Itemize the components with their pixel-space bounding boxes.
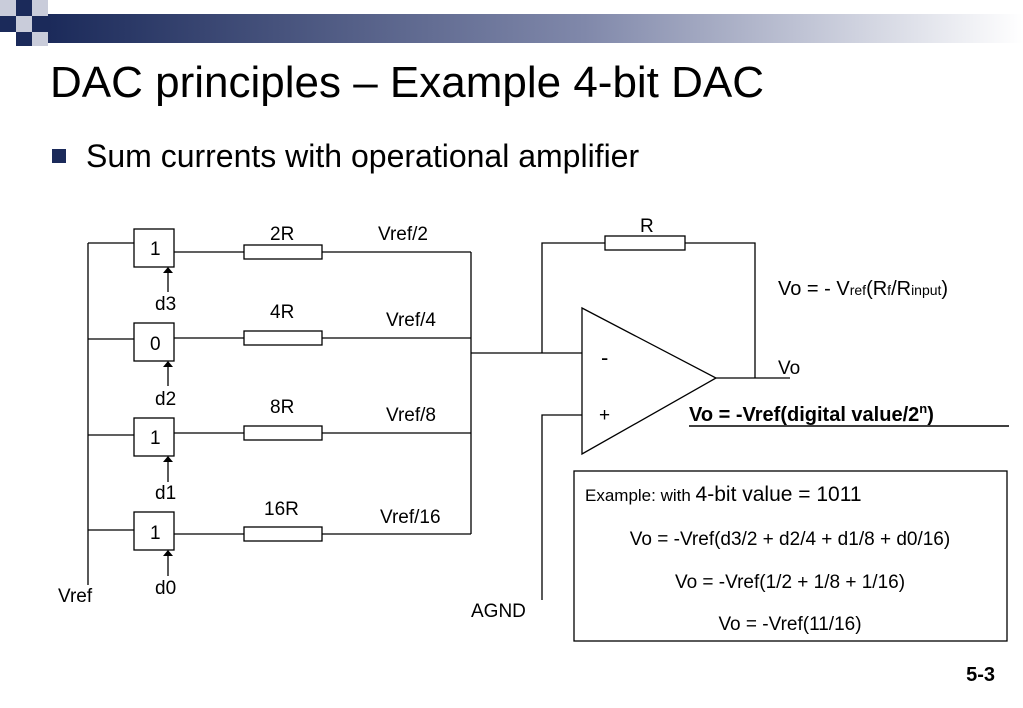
current-label-1: Vref/2 [378,224,428,245]
resistor-label-8r: 8R [270,397,294,418]
current-label-3: Vref/8 [386,405,436,426]
d2-arrow-icon [163,361,173,367]
resistor-16r [243,526,323,542]
example-line-2: Vo = -Vref(d3/2 + d2/4 + d1/8 + d0/16) [630,529,950,550]
slide-title: DAC principles – Example 4-bit DAC [50,58,765,107]
feedback-wire [541,242,756,378]
vref-label: Vref [58,586,93,607]
resistor-8r [243,425,323,441]
bullet-square-icon [52,149,66,163]
example-line-4: Vo = -Vref(11/16) [718,614,861,635]
resistor-2r [243,244,323,260]
resistor-label-16r: 16R [264,499,299,520]
d3-arrow-icon [163,267,173,273]
output-label: Vo [778,358,800,379]
bit-label-d0: d0 [155,578,176,599]
d0-arrow-icon [163,550,173,556]
formula-digital: Vo = -Vref(digital value/2n) [689,401,934,426]
example-box [573,470,1008,642]
agnd-wire [541,414,582,600]
title-banner [0,0,1023,46]
page-number: 5-3 [966,664,995,686]
feedback-resistor-label: R [640,216,654,237]
agnd-label: AGND [471,601,526,622]
op-amp-triangle [581,306,718,456]
current-label-2: Vref/4 [386,310,436,331]
op-amp-plus-sign: + [599,405,610,426]
formula-general: Vo = - Vref(Rf/Rinput) [778,278,948,300]
bit-value-d3: 1 [150,239,161,260]
switch-box-d3 [133,228,175,268]
switch-box-d1 [133,417,175,457]
bit-value-d0: 1 [150,523,161,544]
bit-label-d3: d3 [155,294,176,315]
bullet-text: Sum currents with operational amplifier [86,138,640,174]
switch-box-d0 [133,511,175,551]
bit-label-d2: d2 [155,389,176,410]
bit-label-d1: d1 [155,483,176,504]
d1-arrow-icon [163,456,173,462]
example-intro: Example: with 4-bit value = 1011 [585,483,862,506]
bit-value-d2: 0 [150,334,161,355]
resistor-4r [243,330,323,346]
bit-value-d1: 1 [150,428,161,449]
resistor-label-2r: 2R [270,224,294,245]
example-line-3: Vo = -Vref(1/2 + 1/8 + 1/16) [675,572,905,593]
resistor-label-4r: 4R [270,302,294,323]
op-amp-minus-sign: - [601,345,608,370]
current-label-4: Vref/16 [380,507,441,528]
feedback-resistor [604,235,686,251]
switch-box-d2 [133,322,175,362]
